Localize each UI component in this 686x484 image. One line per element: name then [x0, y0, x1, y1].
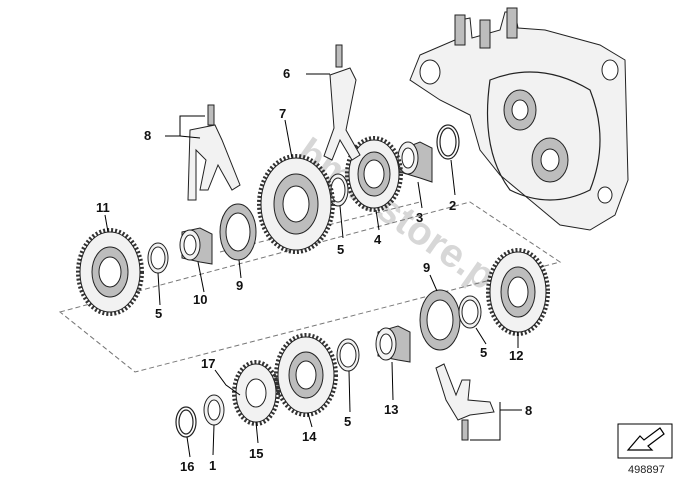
gearbox-housing	[409, 7, 629, 231]
callout-16: 16	[180, 459, 194, 474]
callout-8-upper: 8	[144, 128, 151, 143]
callout-14: 14	[302, 429, 317, 444]
callout-5-lower: 5	[344, 414, 351, 429]
part-5-spacer-lower	[336, 338, 360, 372]
document-id: 498897	[628, 464, 665, 476]
callout-5-upper: 5	[337, 242, 344, 257]
callout-13: 13	[384, 402, 398, 417]
callout-8-lower: 8	[525, 403, 532, 418]
callout-9-left: 9	[236, 278, 243, 293]
fork-pin-6	[335, 44, 343, 68]
housing-stud-2	[479, 19, 491, 49]
part-8-shift-fork-lower	[435, 363, 495, 441]
callout-15: 15	[249, 446, 263, 461]
callout-5-right: 5	[480, 345, 487, 360]
leader-lines	[104, 73, 522, 458]
part-16-circlip	[175, 406, 197, 438]
part-7-large-gear	[257, 154, 335, 254]
part-1-washer	[203, 394, 225, 426]
callout-9-right: 9	[423, 260, 430, 275]
callout-labels: 6 7 8 2 3 4 5 11 10 9 5 9 5 12 13 5 14 1…	[96, 66, 532, 474]
callout-12: 12	[509, 348, 523, 363]
part-3-needle-bearing	[397, 141, 433, 183]
callout-6: 6	[283, 66, 290, 81]
part-8-shift-fork-upper	[187, 104, 241, 201]
part-14-gear	[274, 333, 338, 417]
part-9-dog-ring-left	[219, 203, 257, 261]
callout-5-left: 5	[155, 306, 162, 321]
callout-11: 11	[96, 200, 110, 215]
fork-pin-8-upper	[207, 104, 215, 126]
part-13-needle-bearing	[375, 325, 411, 363]
callout-1: 1	[209, 458, 216, 473]
part-4-gear	[345, 136, 403, 212]
callout-17: 17	[201, 356, 215, 371]
part-15-gear	[232, 360, 280, 426]
fork-pin-8-lower	[461, 419, 469, 441]
part-5-spacer-left	[147, 242, 169, 274]
part-5-spacer-right	[458, 295, 482, 329]
callout-10: 10	[193, 292, 207, 307]
housing-stud-3	[506, 7, 518, 39]
callout-7: 7	[279, 106, 286, 121]
part-11-gear	[76, 228, 144, 316]
arrow-icon	[617, 423, 673, 459]
callout-4: 4	[374, 232, 382, 247]
part-9-dog-ring-right	[419, 289, 461, 351]
callout-3: 3	[416, 210, 423, 225]
housing-stud-1	[454, 14, 466, 46]
part-10-needle-bearing	[179, 227, 213, 265]
part-2-circlip	[436, 124, 460, 160]
part-12-gear	[486, 248, 550, 336]
part-6-shift-fork	[323, 44, 361, 161]
callout-2: 2	[449, 198, 456, 213]
